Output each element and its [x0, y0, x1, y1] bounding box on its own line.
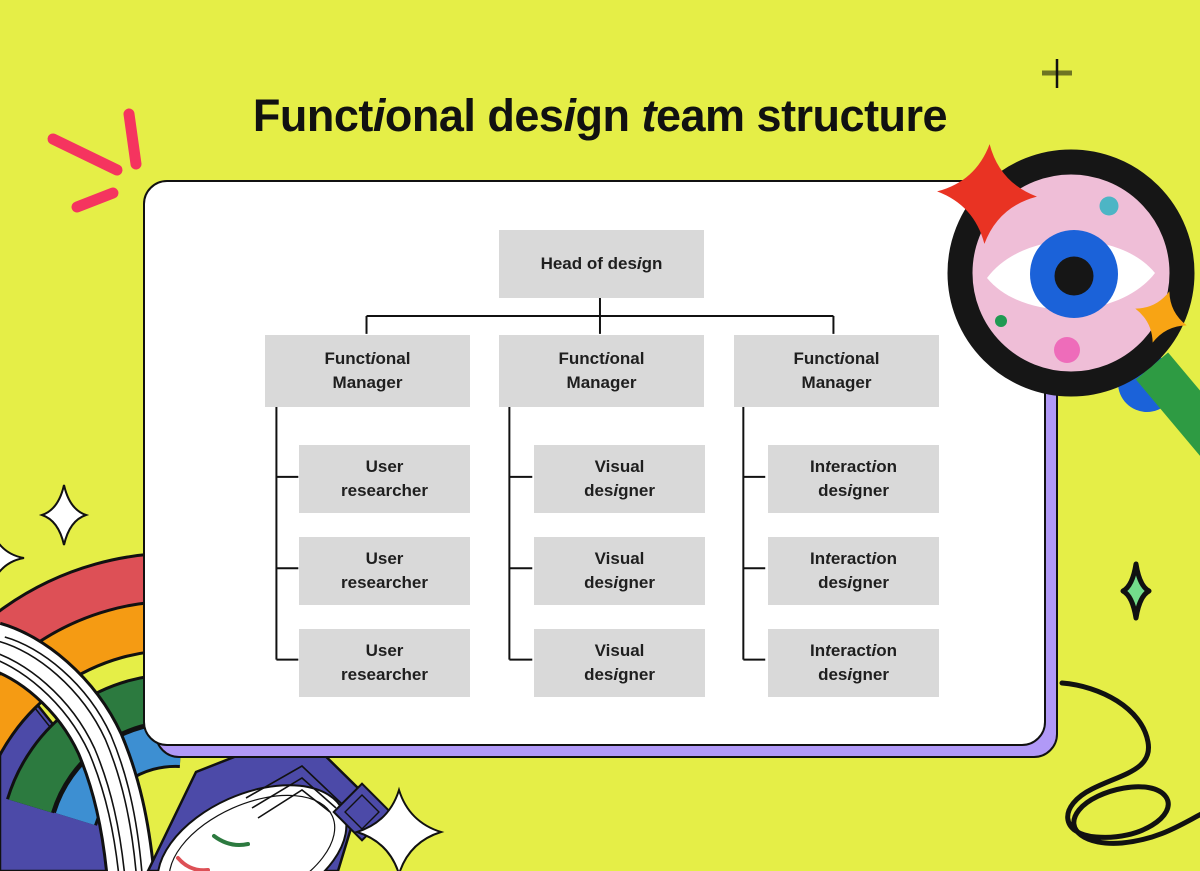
org-node-label: designer [584, 573, 655, 592]
org-node-label: designer [584, 665, 655, 684]
org-node-label: User [365, 548, 404, 568]
org-node-label: designer [584, 481, 655, 500]
org-node-label: researcher [341, 665, 428, 684]
org-node-label: User [365, 640, 404, 660]
org-node-visual-designer-2: Visual designer [534, 537, 705, 605]
org-node-label: Interaction [810, 456, 897, 476]
org-node-label: User [365, 456, 404, 476]
org-node-label: researcher [341, 481, 428, 500]
page-title: Functional design team structure [252, 90, 948, 141]
org-node-interaction-designer-1: Interaction designer [768, 445, 939, 513]
orange-star-icon [1135, 291, 1187, 343]
scribble-line [1059, 680, 1200, 846]
org-node-interaction-designer-2: Interaction designer [768, 537, 939, 605]
org-node-label: Interaction [810, 548, 897, 568]
plus-icon [1042, 59, 1072, 88]
magnifier-handle [1135, 352, 1200, 510]
org-node-interaction-designer-3: Interaction designer [768, 629, 939, 697]
org-chart-connectors [275, 297, 835, 661]
org-node-functional-manager-3: Functional Manager [734, 335, 939, 407]
magnifier-handle-dot [1118, 354, 1176, 412]
org-node-label: Manager [801, 373, 872, 392]
org-node-label: Manager [566, 373, 637, 392]
org-node-label: Manager [332, 373, 403, 392]
org-node-label: designer [818, 481, 889, 500]
org-node-label: Visual [594, 548, 645, 568]
org-node-label: Functional [324, 348, 411, 368]
org-node-label: designer [818, 573, 889, 592]
teal-dot [1099, 196, 1119, 216]
org-node-user-researcher-3: User researcher [299, 629, 470, 697]
org-node-visual-designer-3: Visual designer [534, 629, 705, 697]
org-node-label: Functional [793, 348, 880, 368]
org-node-label: Functional [558, 348, 645, 368]
org-chart-card: Head of design Functional Manager Functi… [143, 180, 1046, 746]
org-node-user-researcher-2: User researcher [299, 537, 470, 605]
org-node-head-of-design: Head of design [499, 230, 704, 298]
org-node-functional-manager-2: Functional Manager [499, 335, 704, 407]
org-node-label: Visual [594, 640, 645, 660]
green-sparkle-icon [1120, 561, 1152, 621]
org-node-label: Interaction [810, 640, 897, 660]
org-node-user-researcher-1: User researcher [299, 445, 470, 513]
org-node-functional-manager-1: Functional Manager [265, 335, 470, 407]
org-node-visual-designer-1: Visual designer [534, 445, 705, 513]
org-node-label: researcher [341, 573, 428, 592]
org-node-label: Visual [594, 456, 645, 476]
org-node-label: Head of design [540, 253, 663, 273]
org-node-label: designer [818, 665, 889, 684]
